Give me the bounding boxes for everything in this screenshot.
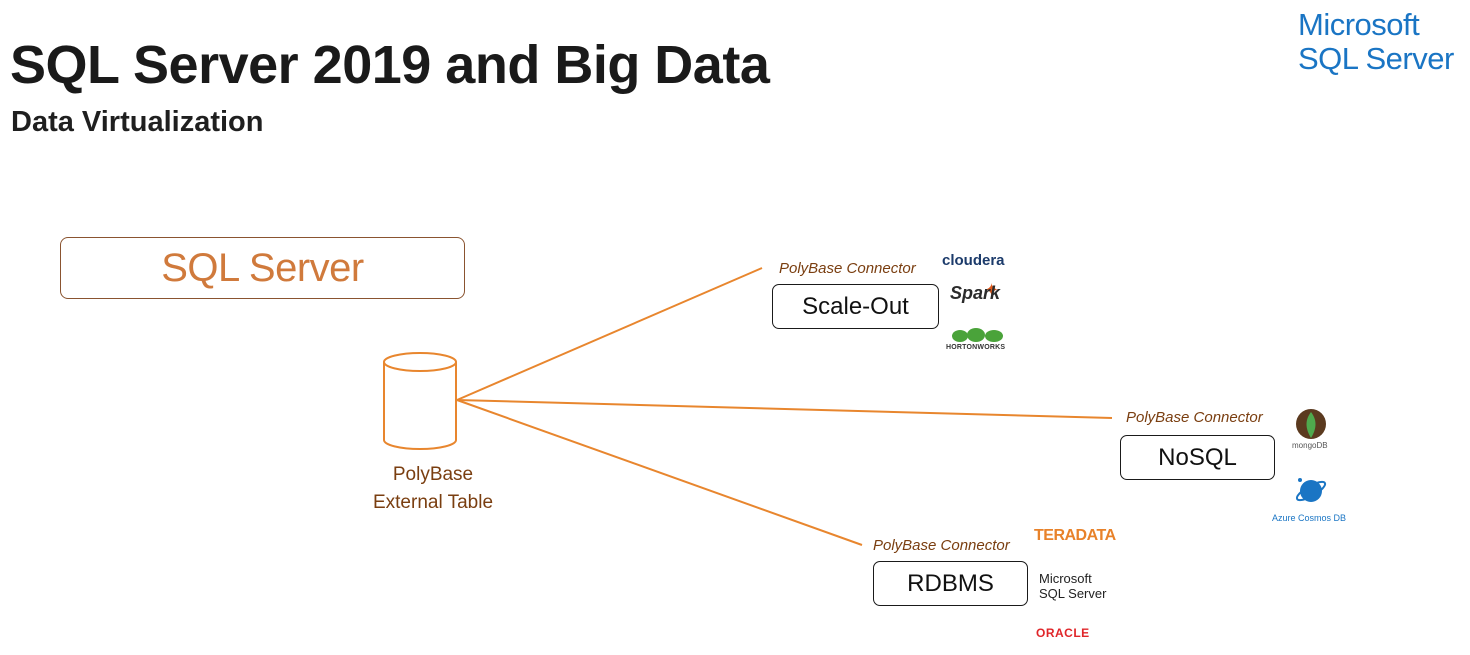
brand-line-2: SQL Server [1298, 41, 1454, 76]
scale-out-label: Scale-Out [802, 292, 909, 320]
nosql-label: NoSQL [1158, 443, 1237, 471]
external-table-label: PolyBase External Table [366, 461, 500, 517]
microsoft-sql-server-small-logo: Microsoft SQL Server [1039, 571, 1106, 601]
external-table-line-2: External Table [372, 492, 494, 513]
sql-server-box: SQL Server [60, 237, 465, 299]
teradata-logo: TERADATA [1034, 527, 1116, 544]
brand-line-1: Microsoft [1298, 7, 1420, 42]
connector-line-scale-out [456, 267, 763, 401]
rdbms-label: RDBMS [907, 569, 994, 597]
mongodb-logo: mongoDB [1292, 441, 1328, 450]
external-table-line-1: PolyBase [392, 464, 474, 485]
connector-line-rdbms [456, 399, 863, 546]
hortonworks-elephant-icon [952, 328, 1003, 342]
connector-label-rdbms: PolyBase Connector [873, 537, 1010, 554]
oracle-logo: ORACLE [1036, 626, 1090, 640]
database-cylinder-icon [383, 352, 457, 450]
azure-cosmos-db-logo: Azure Cosmos DB [1272, 513, 1347, 523]
microsoft-sql-server-logo: Microsoft SQL Server [1298, 8, 1454, 76]
mongodb-leaf-icon [1296, 409, 1326, 439]
mssql-line-1: Microsoft [1039, 571, 1092, 586]
connector-label-nosql: PolyBase Connector [1126, 409, 1263, 426]
spark-star-icon: ✦ [984, 280, 1000, 300]
connector-line-nosql [456, 399, 1113, 419]
page-subtitle: Data Virtualization [11, 106, 264, 138]
rdbms-box: RDBMS [873, 561, 1028, 606]
scale-out-box: Scale-Out [772, 284, 939, 329]
connector-label-scale-out: PolyBase Connector [779, 260, 916, 277]
spark-logo: Spark [950, 283, 1001, 303]
sql-server-label: SQL Server [161, 245, 364, 290]
azure-cosmos-db-icon [1295, 478, 1327, 502]
mssql-line-2: SQL Server [1039, 586, 1107, 601]
nosql-box: NoSQL [1120, 435, 1275, 480]
page-title: SQL Server 2019 and Big Data [10, 35, 770, 95]
cloudera-logo: cloudera [942, 252, 1005, 269]
hortonworks-logo: HORTONWORKS [946, 344, 1006, 351]
